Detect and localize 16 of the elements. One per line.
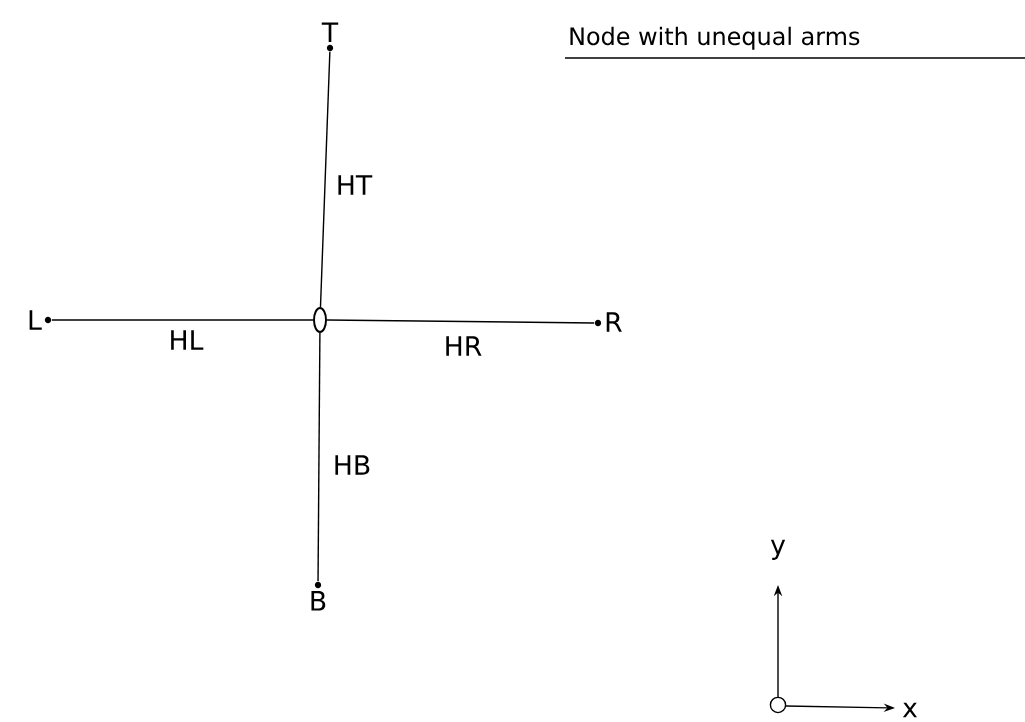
arm-label: HL (171, 330, 204, 350)
arm-line (319, 51, 331, 308)
node-oval (313, 307, 327, 333)
arm-line (51, 319, 314, 321)
axis-label: x (902, 702, 918, 718)
title: Node with unequal arms (570, 26, 860, 50)
arm-label: HB (335, 455, 370, 475)
arm-line (317, 332, 321, 582)
point-label: R (606, 312, 622, 332)
point-label: T (321, 22, 339, 42)
arm-label: HR (446, 336, 482, 356)
arm-line (326, 319, 595, 324)
point-label: L (29, 310, 42, 330)
point-label: B (311, 591, 326, 611)
arm-label: HT (338, 175, 373, 195)
axis-label: y (770, 539, 786, 560)
